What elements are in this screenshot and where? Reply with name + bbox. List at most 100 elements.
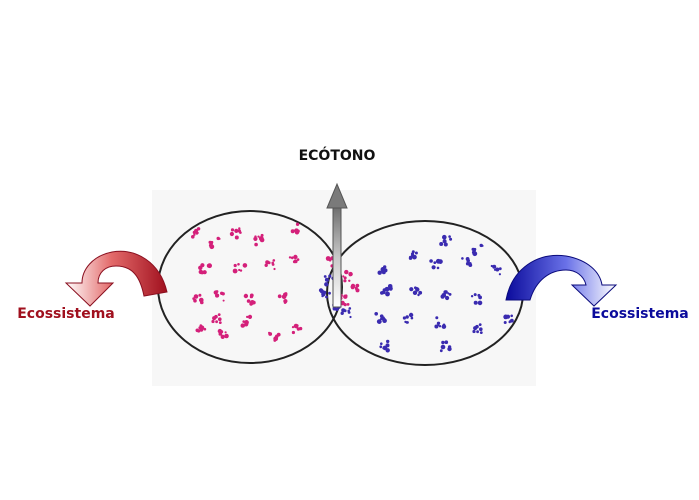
organism-speck bbox=[296, 229, 300, 233]
organism-speck bbox=[440, 344, 446, 350]
organism-speck bbox=[238, 227, 241, 230]
organism-speck bbox=[326, 278, 329, 282]
organism-speck bbox=[490, 264, 493, 268]
organism-speck bbox=[242, 263, 248, 268]
organism-speck bbox=[405, 321, 409, 324]
organism-speck bbox=[296, 327, 300, 331]
organism-speck bbox=[408, 312, 414, 318]
organism-speck bbox=[191, 235, 195, 239]
organism-speck bbox=[355, 283, 360, 288]
organism-speck bbox=[295, 222, 300, 226]
organism-speck bbox=[296, 258, 300, 261]
organism-speck bbox=[445, 295, 450, 301]
organism-speck bbox=[321, 294, 324, 298]
organism-speck bbox=[239, 231, 242, 234]
organism-speck bbox=[237, 263, 240, 266]
organism-speck bbox=[374, 312, 379, 316]
organism-speck bbox=[209, 244, 215, 250]
organism-speck bbox=[234, 235, 239, 240]
organism-speck bbox=[447, 345, 452, 349]
organism-speck bbox=[440, 294, 445, 299]
organism-speck bbox=[260, 233, 264, 237]
organism-speck bbox=[461, 257, 464, 260]
organism-speck bbox=[429, 259, 433, 263]
organism-speck bbox=[473, 247, 477, 251]
organism-speck bbox=[273, 267, 276, 271]
ecotone-label: ECÓTONO bbox=[299, 146, 376, 164]
organism-speck bbox=[332, 307, 336, 311]
organism-speck bbox=[447, 292, 450, 295]
organism-speck bbox=[215, 293, 220, 298]
organism-speck bbox=[442, 239, 447, 244]
organism-speck bbox=[510, 314, 513, 318]
organism-speck bbox=[433, 261, 437, 264]
organism-speck bbox=[229, 231, 234, 237]
organism-speck bbox=[384, 286, 390, 292]
organism-speck bbox=[448, 235, 451, 238]
organism-speck bbox=[275, 334, 278, 338]
organism-speck bbox=[348, 273, 352, 277]
organism-speck bbox=[410, 252, 415, 256]
organism-speck bbox=[233, 263, 237, 268]
organism-speck bbox=[193, 233, 196, 236]
organism-speck bbox=[217, 313, 221, 316]
organism-speck bbox=[206, 263, 211, 268]
organism-speck bbox=[193, 298, 197, 303]
organism-speck bbox=[405, 315, 409, 319]
organism-speck bbox=[479, 331, 483, 334]
organism-speck bbox=[441, 324, 447, 329]
organism-speck bbox=[219, 330, 224, 334]
organism-speck bbox=[271, 261, 275, 265]
organism-speck bbox=[385, 291, 390, 297]
organism-speck bbox=[478, 323, 482, 326]
organism-speck bbox=[342, 275, 345, 278]
organism-speck bbox=[498, 267, 502, 271]
organism-speck bbox=[323, 275, 327, 278]
organism-speck bbox=[343, 309, 347, 313]
organism-speck bbox=[283, 299, 288, 304]
organism-speck bbox=[402, 316, 406, 320]
organism-speck bbox=[376, 319, 382, 324]
arrow-up-icon bbox=[326, 182, 348, 308]
organism-speck bbox=[220, 334, 225, 339]
organism-speck bbox=[382, 318, 387, 324]
organism-speck bbox=[412, 254, 417, 260]
organism-speck bbox=[385, 343, 390, 348]
organism-speck bbox=[244, 322, 249, 327]
organism-speck bbox=[465, 262, 470, 266]
backdrop-panel bbox=[152, 190, 536, 386]
organism-speck bbox=[254, 242, 258, 247]
organism-speck bbox=[202, 270, 207, 275]
organism-speck bbox=[443, 242, 448, 247]
organism-speck bbox=[203, 327, 207, 331]
left-ecosystem-label: Ecossistema bbox=[17, 306, 115, 322]
organism-speck bbox=[249, 293, 254, 298]
organism-speck bbox=[415, 286, 418, 290]
organism-speck bbox=[246, 299, 251, 303]
organism-speck bbox=[253, 236, 258, 241]
organism-speck bbox=[246, 315, 249, 319]
organism-speck bbox=[444, 290, 448, 294]
organism-speck bbox=[379, 345, 383, 349]
organism-speck bbox=[273, 339, 277, 342]
organism-speck bbox=[264, 263, 268, 267]
organism-speck bbox=[268, 331, 271, 334]
organism-speck bbox=[470, 295, 474, 298]
organism-speck bbox=[234, 228, 239, 233]
organism-speck bbox=[343, 276, 347, 280]
organism-speck bbox=[468, 262, 472, 266]
organism-speck bbox=[495, 267, 500, 272]
organism-speck bbox=[199, 297, 204, 303]
organism-speck bbox=[198, 293, 202, 297]
organism-speck bbox=[267, 261, 271, 265]
organism-speck bbox=[476, 330, 479, 334]
organism-speck bbox=[492, 264, 497, 269]
organism-speck bbox=[215, 320, 219, 324]
organism-speck bbox=[431, 265, 436, 270]
organism-speck bbox=[325, 295, 328, 299]
organism-speck bbox=[211, 319, 215, 324]
organism-speck bbox=[418, 290, 423, 295]
organism-speck bbox=[382, 347, 385, 350]
organism-speck bbox=[340, 311, 344, 315]
